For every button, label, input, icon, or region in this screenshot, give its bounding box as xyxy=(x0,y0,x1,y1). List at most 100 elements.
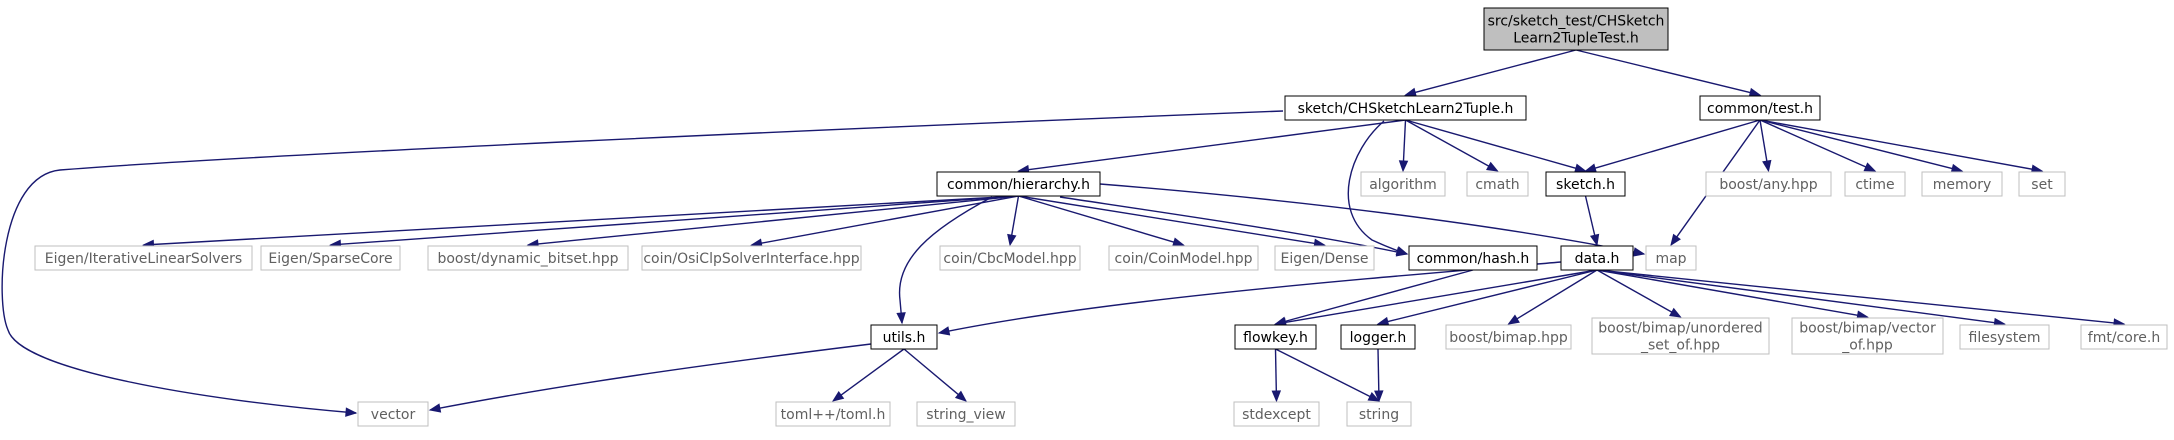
node-cmath: cmath xyxy=(1466,171,1529,197)
edge-hierarchy-to-utils xyxy=(896,196,993,325)
node-box xyxy=(357,401,429,427)
node-eigendense: Eigen/Dense xyxy=(1274,245,1375,271)
node-box xyxy=(1274,245,1375,271)
edge-arrowhead xyxy=(1395,247,1409,257)
node-flowkey[interactable]: flowkey.h xyxy=(1234,324,1317,350)
edge-line xyxy=(1575,49,1752,94)
node-box xyxy=(2018,171,2066,197)
node-box xyxy=(1108,245,1259,271)
node-label: data.h xyxy=(1575,251,1620,267)
edge-test-to-ctime xyxy=(1759,119,1877,172)
node-label: boost/bimap.hpp xyxy=(1449,330,1568,346)
node-box xyxy=(1466,171,1529,197)
node-boostany: boost/any.hpp xyxy=(1705,171,1832,197)
node-label: flowkey.h xyxy=(1243,330,1308,346)
node-label: common/test.h xyxy=(1707,101,1813,117)
edge-data-to-bimap xyxy=(1507,269,1598,325)
node-root[interactable]: src/sketch_test/CHSketchLearn2TupleTest.… xyxy=(1483,7,1669,51)
edge-line xyxy=(839,348,905,397)
node-box xyxy=(1791,317,1944,355)
node-label: string_view xyxy=(926,407,1005,423)
edge-arrowhead xyxy=(1172,237,1185,247)
node-box xyxy=(870,324,938,350)
node-map: map xyxy=(1645,245,1697,271)
edge-arrowhead xyxy=(831,390,845,402)
node-label: coin/CoinModel.hpp xyxy=(1115,251,1253,267)
node-box xyxy=(775,401,891,427)
node-label: toml++/toml.h xyxy=(781,407,886,423)
edge-line xyxy=(1010,195,1020,237)
node-filesystem: filesystem xyxy=(1959,324,2050,350)
edge-line xyxy=(1018,195,1316,245)
node-test[interactable]: common/test.h xyxy=(1699,95,1821,121)
node-box xyxy=(34,245,253,271)
edge-arrowhead xyxy=(1589,233,1600,247)
node-label: boost/bimap/vector xyxy=(1799,321,1936,337)
edge-line xyxy=(903,348,960,396)
edge-arrowhead xyxy=(1863,162,1877,172)
node-vectorof: boost/bimap/vector_of.hpp xyxy=(1791,317,1944,355)
edge-utils-to-toml xyxy=(831,348,905,402)
node-label: vector xyxy=(371,407,416,423)
edge-arrowhead xyxy=(1374,390,1384,403)
node-label: filesystem xyxy=(1969,330,2041,346)
edge-hierarchy-to-eigensparse xyxy=(329,195,1019,249)
edge-arrowhead xyxy=(1404,87,1417,97)
edge-line xyxy=(1584,195,1596,237)
edge-arrowhead xyxy=(954,390,968,402)
edge-flowkey-to-string xyxy=(1275,348,1381,402)
node-box xyxy=(1346,401,1412,427)
node-unordset: boost/bimap/unordered_set_of.hpp xyxy=(1591,317,1770,355)
edge-arrowhead xyxy=(345,407,358,417)
edge-line xyxy=(1405,119,1490,168)
node-data[interactable]: data.h xyxy=(1560,245,1634,271)
node-hierarchy[interactable]: common/hierarchy.h xyxy=(936,171,1101,197)
node-eigensparse: Eigen/SparseCore xyxy=(260,245,401,271)
node-box xyxy=(260,245,401,271)
node-box xyxy=(1921,171,2003,197)
edge-chsketch-to-algorithm xyxy=(1398,119,1409,173)
edge-sketch-to-data xyxy=(1584,195,1600,247)
node-box xyxy=(1360,171,1446,197)
node-chsketch[interactable]: sketch/CHSketchLearn2Tuple.h xyxy=(1284,95,1527,121)
edge-arrowhead xyxy=(1367,392,1381,402)
edge-arrowhead xyxy=(937,326,951,336)
edge-line xyxy=(1386,269,1598,323)
edge-line xyxy=(1283,269,1474,323)
edge-data-to-flowkey xyxy=(1274,269,1598,327)
edge-chsketch-to-hierarchy xyxy=(1017,119,1406,175)
edge-root-to-chsketch xyxy=(1404,49,1577,97)
edge-arrowhead xyxy=(1507,314,1520,325)
node-sketch[interactable]: sketch.h xyxy=(1545,171,1626,197)
edge-line xyxy=(1402,119,1407,163)
edge-line xyxy=(1274,348,1278,393)
node-dynbitset: boost/dynamic_bitset.hpp xyxy=(427,245,629,271)
node-box xyxy=(916,401,1016,427)
edge-line xyxy=(1347,120,1408,255)
node-cbcmodel: coin/CbcModel.hpp xyxy=(939,245,1081,271)
node-label: fmt/core.h xyxy=(2088,330,2160,346)
node-box xyxy=(1844,171,1906,197)
node-box xyxy=(1705,171,1832,197)
edge-arrowhead xyxy=(1584,163,1597,173)
node-label: logger.h xyxy=(1350,330,1407,346)
edge-line xyxy=(1377,348,1380,393)
edge-data-to-logger xyxy=(1376,269,1598,327)
edge-chsketch-to-cmath xyxy=(1405,119,1499,172)
node-box xyxy=(1445,324,1572,350)
node-logger[interactable]: logger.h xyxy=(1340,324,1416,350)
edge-line xyxy=(1593,119,1761,170)
node-box xyxy=(1408,245,1538,271)
node-stdexcept: stdexcept xyxy=(1233,401,1320,427)
node-label: coin/OsiClpSolverInterface.hpp xyxy=(643,251,859,267)
node-box xyxy=(1699,95,1821,121)
node-utils[interactable]: utils.h xyxy=(870,324,938,350)
node-hash[interactable]: common/hash.h xyxy=(1408,245,1538,271)
node-label: Eigen/IterativeLinearSolvers xyxy=(45,251,242,267)
edge-line xyxy=(1275,348,1372,398)
node-box xyxy=(1545,171,1626,197)
edge-test-to-set xyxy=(1759,119,2044,174)
edge-line xyxy=(1596,269,2116,324)
node-eigeniter: Eigen/IterativeLinearSolvers xyxy=(34,245,253,271)
edge-line xyxy=(1759,119,1954,170)
